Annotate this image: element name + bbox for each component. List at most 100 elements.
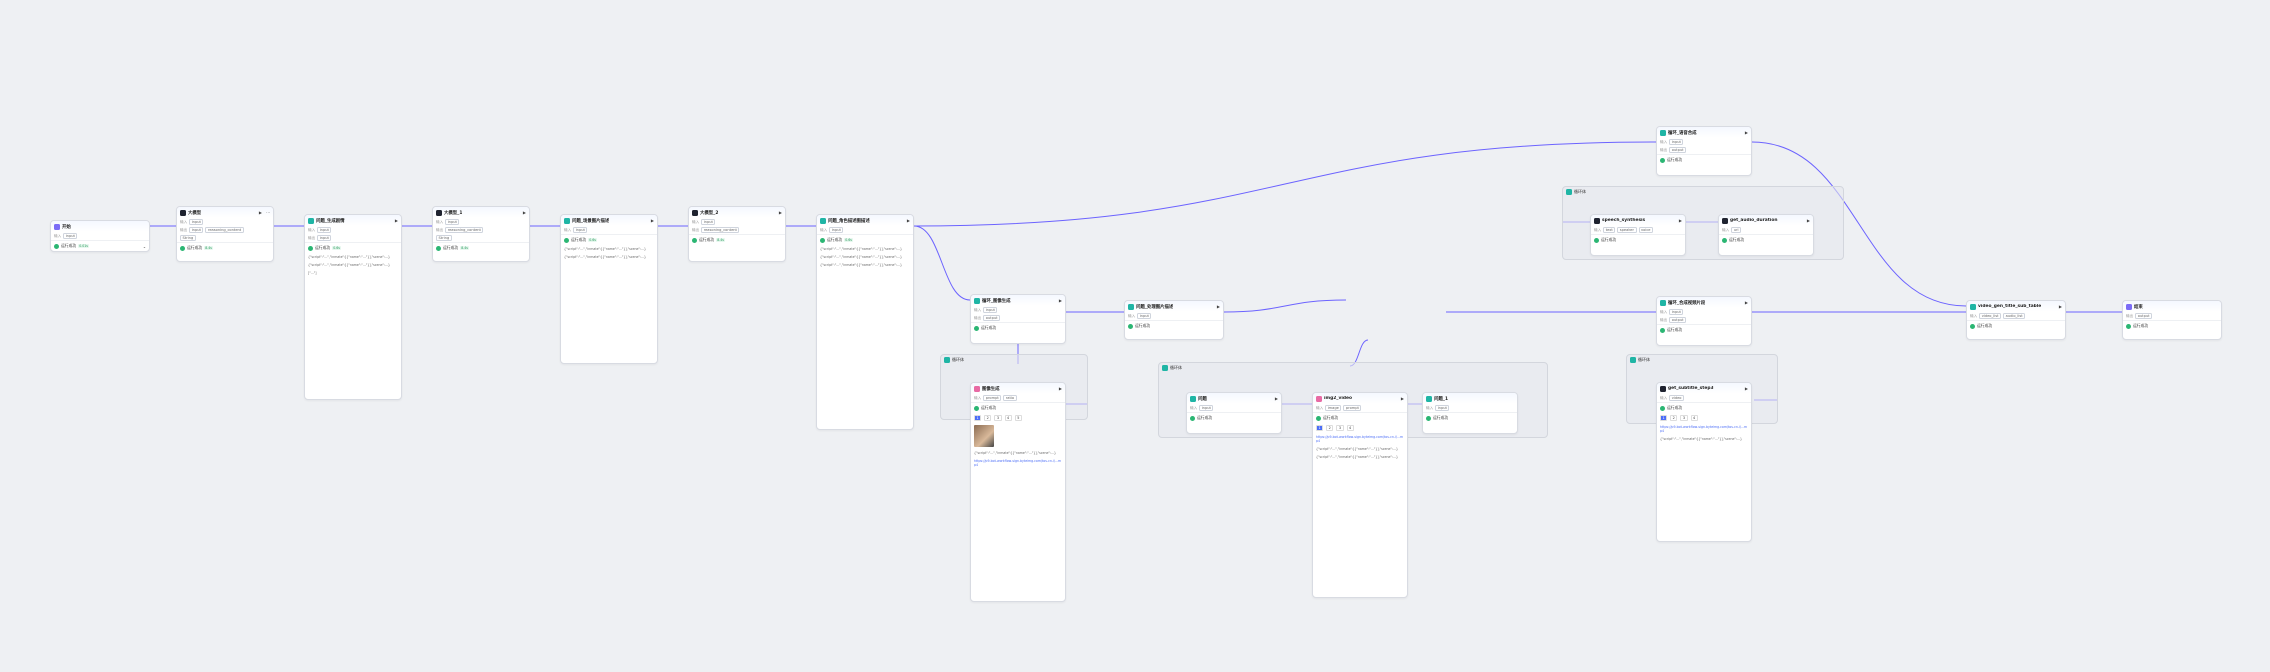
output-url[interactable]: https://p9-bot-workflow-sign.byteimg.com… — [1316, 435, 1404, 443]
run-icon[interactable]: ▶ — [906, 218, 910, 223]
run-icon[interactable]: ▶ — [258, 210, 262, 215]
run-output-text: ["..."] — [308, 271, 317, 275]
page-button[interactable]: 3 — [1336, 425, 1344, 431]
node-title: 结束 — [2134, 304, 2143, 310]
page-button[interactable]: 4 — [1690, 415, 1698, 421]
param-tag: prompt — [1343, 404, 1362, 412]
run-icon[interactable]: ▶ — [1744, 386, 1748, 391]
run-icon[interactable]: ▶ — [1678, 218, 1682, 223]
row-label: 输入 — [1970, 313, 1978, 318]
success-icon — [1970, 323, 1975, 329]
status-text: 运行成功 — [981, 405, 997, 410]
more-icon[interactable]: ⋯ — [266, 210, 270, 215]
param-tag: input — [1199, 404, 1214, 412]
page-button[interactable]: 4 — [1346, 425, 1354, 431]
status-text: 运行成功 — [1601, 237, 1617, 242]
node-title: 循环_图像生成 — [982, 298, 1011, 304]
node-title: 循环_合成视频片段 — [1668, 300, 1706, 306]
run-icon[interactable]: ▶ — [394, 218, 398, 223]
param-tag: output — [1669, 146, 1687, 154]
run-icon[interactable]: ▶ — [1274, 396, 1278, 401]
edge-connector[interactable] — [913, 225, 971, 301]
run-icon[interactable]: ▶ — [1058, 386, 1062, 391]
param-tag: input — [573, 226, 588, 234]
edge-connector[interactable] — [1751, 141, 1967, 307]
page-button[interactable]: 1 — [974, 415, 982, 421]
run-icon[interactable]: ▶ — [1400, 396, 1404, 401]
time-badge: 0.01s — [78, 244, 89, 248]
run-icon[interactable]: ▶ — [1058, 298, 1062, 303]
output-url[interactable]: https://p9-bot-workflow-sign.byteimg.com… — [974, 459, 1062, 467]
page-button[interactable]: 2 — [984, 415, 992, 421]
page-button[interactable]: 5 — [1014, 415, 1022, 421]
batch-icon — [1660, 129, 1666, 136]
status-text: 运行成功 — [1729, 237, 1745, 242]
run-icon[interactable]: ▶ — [2058, 304, 2062, 309]
page-button[interactable]: 4 — [1004, 415, 1012, 421]
run-icon[interactable]: ▶ — [1216, 304, 1220, 309]
node-title: 问题_场景图片描述 — [572, 218, 610, 224]
run-icon[interactable]: ▶ — [1744, 130, 1748, 135]
chevron-down-icon[interactable]: ⌄ — [142, 243, 146, 249]
success-icon — [2126, 323, 2131, 329]
output-url[interactable]: https://p9-bot-workflow-sign.byteimg.com… — [1660, 425, 1748, 433]
page-button[interactable]: 2 — [1326, 425, 1334, 431]
time-badge: 0.6s — [844, 238, 853, 242]
code-icon — [1426, 395, 1432, 402]
page-button[interactable]: 1 — [1660, 415, 1668, 421]
node-title: 循环_语音合成 — [1668, 130, 1697, 136]
node-title: 问题_角色描述图描述 — [828, 218, 870, 224]
run-output-text: {"script":"...","inmate":[{"name":"..."}… — [308, 263, 391, 267]
code-icon — [1190, 395, 1196, 402]
run-icon[interactable]: ▶ — [1806, 218, 1810, 223]
run-icon[interactable]: ▶ — [778, 210, 782, 215]
node-title: get_subtitle_step3 — [1668, 386, 1714, 391]
node-title: 问题_1 — [1434, 396, 1449, 402]
page-button[interactable]: 1 — [1316, 425, 1324, 431]
node-title: 大模型_1 — [444, 210, 463, 216]
end-icon — [2126, 303, 2132, 310]
status-text: 运行成功 — [1667, 327, 1683, 332]
page-button[interactable]: 3 — [994, 415, 1002, 421]
row-label: 输入 — [1594, 227, 1602, 232]
param-tag: text — [1603, 226, 1616, 234]
param-tag: reasoning_content — [205, 226, 244, 234]
page-button[interactable]: 3 — [1680, 415, 1688, 421]
generated-image[interactable] — [974, 425, 994, 447]
param-tag: output — [983, 314, 1001, 322]
status-text: 运行成功 — [1667, 405, 1683, 410]
run-output-text: {"script":"...","inmate":[{"name":"..."}… — [1660, 437, 1743, 441]
page-button[interactable]: 2 — [1670, 415, 1678, 421]
param-tag: input — [189, 218, 204, 226]
run-icon[interactable]: ▶ — [650, 218, 654, 223]
run-icon[interactable]: ▶ — [1744, 300, 1748, 305]
success-icon — [1722, 237, 1727, 243]
edge-connector[interactable] — [1223, 299, 1347, 313]
run-icon[interactable]: ▶ — [522, 210, 526, 215]
edge-connector[interactable] — [913, 141, 1657, 227]
